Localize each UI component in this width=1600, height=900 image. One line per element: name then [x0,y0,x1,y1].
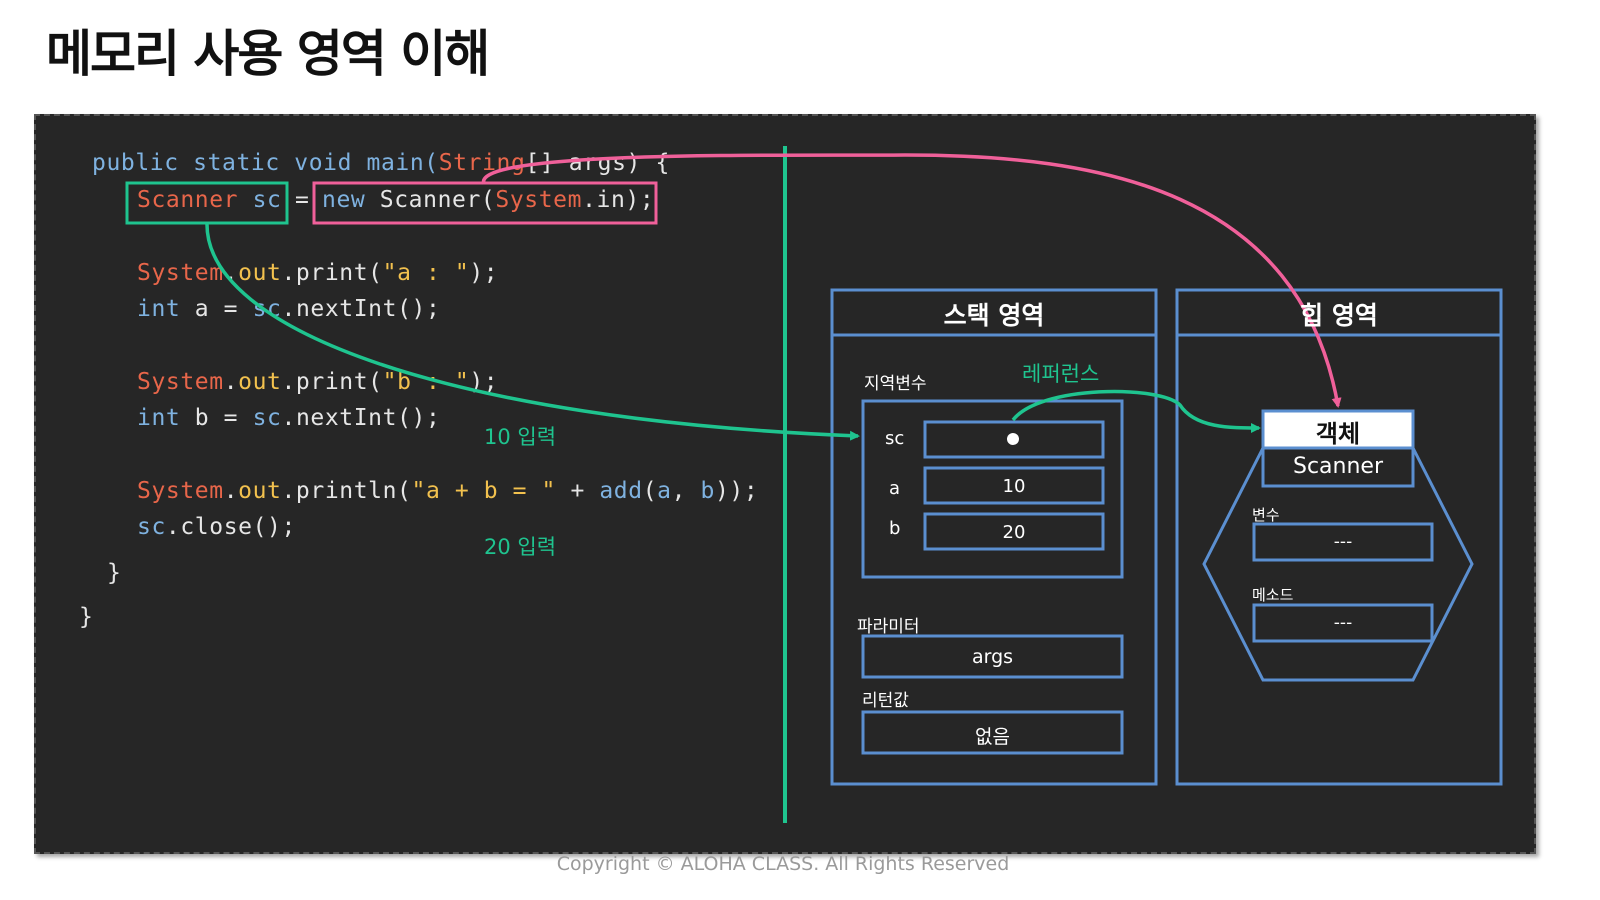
code-token: public static void main( [92,150,439,176]
var-name-a: a [889,478,901,499]
methods-label: 메소드 [1252,586,1294,604]
code-closing-brace-inner: } [107,560,122,586]
reference-label: 레퍼런스 [1022,362,1100,386]
code-token: "a : " [382,260,470,286]
code-token: . [223,478,239,504]
new-scanner-highlight [312,181,658,225]
code-line-int-a: int a = sc.nextInt(); [137,296,440,322]
code-token: sc [137,514,166,540]
code-line-int-b: int b = sc.nextInt(); [137,405,440,431]
methods-value-box [1252,603,1434,643]
code-token: add [599,478,643,504]
class-name-box [1261,446,1415,488]
code-token: = [295,187,310,213]
object-label-box [1261,409,1415,450]
code-token: Scanner( [365,187,496,213]
stack-area-title: 스택 영역 [943,301,1045,330]
locals-label: 지역변수 [864,374,927,394]
input-10-label: 10 입력 [484,425,557,449]
code-token: System [495,187,583,213]
code-line-print-a: System.out.print("a : "); [137,260,498,286]
code-token: .println( [281,478,412,504]
code-token: ); [469,260,499,286]
heap-area-title: 힙 영역 [1300,301,1378,330]
code-closing-brace-outer: } [79,604,94,630]
object-label: 객체 [1315,420,1361,448]
code-token: out [238,369,282,395]
return-value-box [861,710,1124,755]
code-token: String [438,150,526,176]
code-line-println: System.out.println("a + b = " + add(a, b… [137,478,758,504]
sc-to-stack-arrow [205,222,860,441]
return-label: 리턴값 [862,691,909,711]
code-token: int [137,405,181,431]
locals-box [861,399,1124,579]
reference-arrow [1011,389,1261,433]
code-token: . [223,260,239,286]
code-line-new-scanner: new Scanner(System.in); [322,187,654,213]
code-token: new [322,187,366,213]
code-token: System [137,369,224,395]
code-token: . [223,369,239,395]
code-token: .in); [582,187,655,213]
code-token: + [556,478,600,504]
heap-area-box [1175,288,1503,786]
code-line-close: sc.close(); [137,514,296,540]
fields-label: 변수 [1252,506,1280,524]
input-20-label: 20 입력 [484,535,557,559]
var-value-b: 20 [1002,522,1026,543]
return-value: 없음 [975,726,1010,748]
var-name-b: b [889,518,901,539]
reference-dot [1007,433,1019,445]
code-token: System [137,260,224,286]
a-value-box [923,466,1105,505]
code-token: out [238,478,282,504]
object-hexagon [1202,446,1474,682]
code-token: Scanner [137,187,239,213]
scanner-sc-highlight [125,181,289,225]
code-line-scanner-decl: Scanner sc [137,187,282,213]
class-name: Scanner [1292,454,1383,479]
code-token: a [657,478,672,504]
fields-value-box [1252,522,1434,562]
code-token: sc [252,187,282,213]
code-token: "a + b = " [411,478,556,504]
code-line-assign: = [295,187,309,213]
code-token: .nextInt(); [281,405,441,431]
params-value: args [971,646,1014,668]
params-value-box [861,634,1124,679]
stack-area-box [830,288,1158,786]
var-value-a: 10 [1002,476,1026,497]
params-label: 파라미터 [857,617,920,637]
copyright: Copyright © ALOHA CLASS. All Rights Rese… [556,853,1010,875]
methods-value: --- [1333,613,1353,633]
sc-value-box [923,420,1105,459]
code-token: a = [180,296,253,322]
code-token: out [238,260,282,286]
code-token: int [137,296,181,322]
b-value-box [923,512,1105,551]
code-token: .nextInt(); [281,296,441,322]
code-token: .close(); [165,514,296,540]
fields-value: --- [1333,532,1353,552]
code-token: .print( [281,369,383,395]
code-token: ( [642,478,658,504]
code-token: , [671,478,701,504]
var-name-sc: sc [885,428,905,449]
code-token: b [700,478,715,504]
code-token: sc [252,405,282,431]
code-token: .print( [281,260,383,286]
code-token: )); [714,478,759,504]
code-token: System [137,478,224,504]
page-title: 메모리 사용 영역 이해 [46,25,490,83]
code-token: b = [180,405,253,431]
new-scanner-to-heap-arrow [482,153,1342,408]
